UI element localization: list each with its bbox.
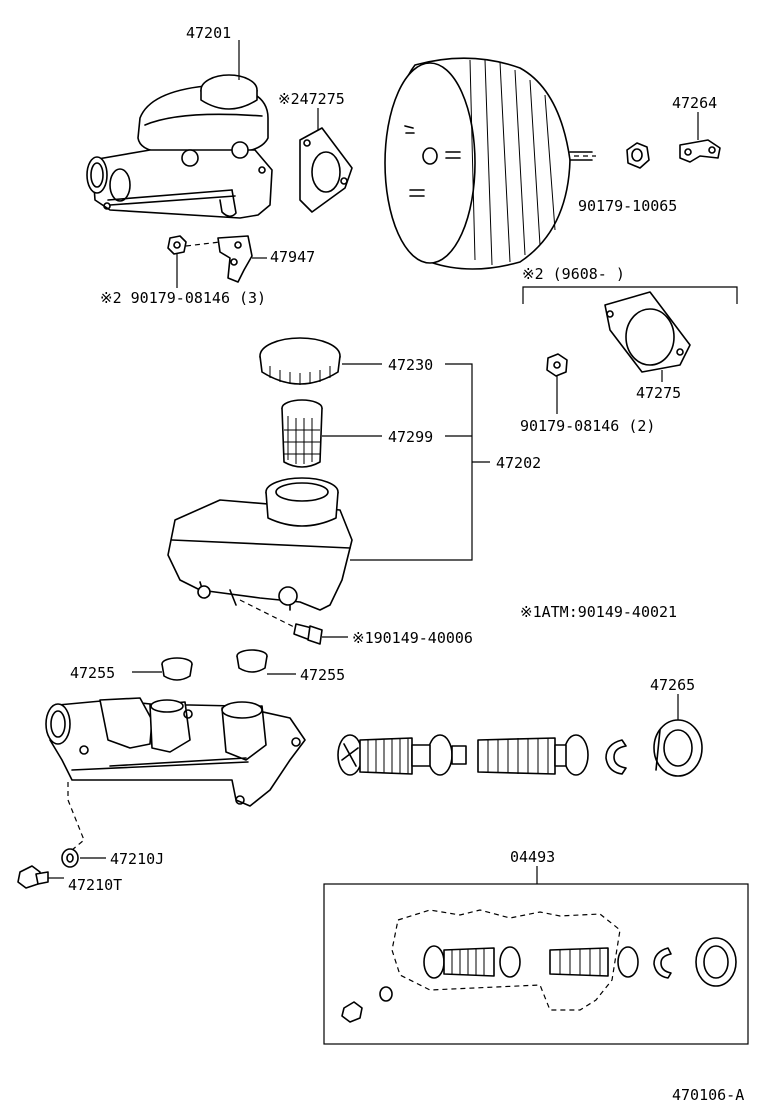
brake-booster bbox=[384, 57, 596, 270]
label-47265: 47265 bbox=[650, 676, 695, 694]
kit-04493-contents bbox=[341, 909, 737, 1023]
figure-code: 470106-A bbox=[672, 1086, 744, 1104]
nut-90179-08146-2 bbox=[546, 353, 568, 377]
bracket-line-2 bbox=[522, 286, 738, 304]
bracket-47947 bbox=[217, 235, 253, 283]
label-47264: 47264 bbox=[672, 94, 717, 112]
label-47201: 47201 bbox=[186, 24, 231, 42]
master-cylinder-assembly bbox=[86, 74, 273, 219]
master-cylinder-body bbox=[45, 697, 306, 807]
label-47255-b: 47255 bbox=[300, 666, 345, 684]
label-47299: 47299 bbox=[388, 428, 433, 446]
bracket-47202 bbox=[350, 363, 490, 561]
nut-90179-08146-3 bbox=[167, 235, 187, 255]
gasket-247275 bbox=[299, 127, 353, 213]
primary-piston bbox=[337, 734, 467, 776]
label-90179-08146-2: 90179-08146 (2) bbox=[520, 417, 655, 435]
grommet-47255-a bbox=[161, 657, 193, 681]
clevis-47264 bbox=[679, 139, 721, 163]
bolt-47210t bbox=[17, 865, 49, 889]
label-47210t: 47210T bbox=[68, 876, 122, 894]
label-2-9608: ※2 (9608- ) bbox=[522, 265, 625, 283]
label-190149-40006: ※190149-40006 bbox=[352, 629, 473, 647]
label-90179-08146-3: ※2 90179-08146 (3) bbox=[100, 289, 266, 307]
washer-47210j bbox=[61, 848, 79, 868]
secondary-piston bbox=[477, 734, 589, 776]
kit-04493-box bbox=[323, 883, 749, 1045]
label-47255-a: 47255 bbox=[70, 664, 115, 682]
label-47210j: 47210J bbox=[110, 850, 164, 868]
seal-47265 bbox=[653, 719, 703, 777]
label-90179-10065: 90179-10065 bbox=[578, 197, 677, 215]
screw-190149-40006 bbox=[293, 623, 323, 645]
label-247275: ※247275 bbox=[278, 90, 345, 108]
reservoir-cap-47230 bbox=[259, 337, 341, 385]
strainer-47299 bbox=[281, 399, 323, 468]
label-47275: 47275 bbox=[636, 384, 681, 402]
gasket-47275 bbox=[604, 291, 691, 373]
grommet-47255-b bbox=[236, 649, 268, 673]
label-04493: 04493 bbox=[510, 848, 555, 866]
label-47947: 47947 bbox=[270, 248, 315, 266]
label-1atm: ※1ATM:90149-40021 bbox=[520, 603, 677, 621]
label-47202: 47202 bbox=[496, 454, 541, 472]
snap-ring bbox=[605, 739, 627, 775]
nut-90179-10065 bbox=[626, 142, 650, 169]
reservoir-body bbox=[167, 477, 353, 611]
label-47230: 47230 bbox=[388, 356, 433, 374]
